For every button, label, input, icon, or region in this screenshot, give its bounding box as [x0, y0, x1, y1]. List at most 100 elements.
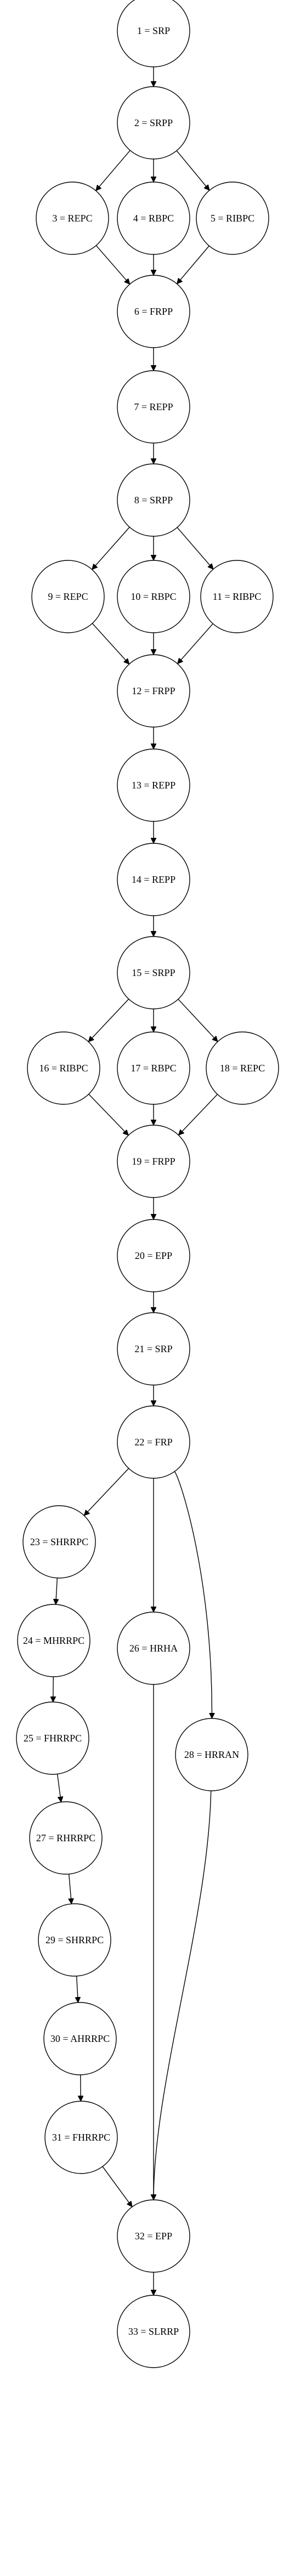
edges-layer — [53, 67, 218, 2295]
node-circle — [22, 1505, 96, 1579]
node-label: 7 = REPP — [134, 401, 173, 412]
node-circle — [117, 275, 190, 348]
node-label: 5 = RIBPC — [211, 213, 254, 224]
node-circle — [175, 1718, 248, 1791]
node-circle — [117, 1312, 190, 1386]
node-4: 4 = RBPC — [117, 181, 190, 255]
node-circle — [117, 86, 190, 160]
node-27: 27 = RHRRPC — [29, 1801, 103, 1875]
node-circle — [117, 843, 190, 916]
node-label: 30 = AHRRPC — [50, 2033, 110, 2044]
edge-22-to-28 — [174, 1471, 212, 1718]
edge-5-to-6 — [177, 245, 209, 283]
node-14: 14 = REPP — [117, 843, 190, 916]
edge-15-to-16 — [88, 998, 129, 1042]
node-label: 23 = SHRRPC — [30, 1536, 88, 1547]
node-circle — [36, 181, 109, 255]
node-16: 16 = RIBPC — [27, 1031, 100, 1105]
node-label: 11 = RIBPC — [213, 591, 262, 602]
node-circle — [17, 1604, 90, 1677]
node-21: 21 = SRP — [117, 1312, 190, 1386]
node-circle — [117, 936, 190, 1009]
node-5: 5 = RIBPC — [196, 181, 269, 255]
node-label: 27 = RHRRPC — [36, 1832, 95, 1843]
edge-29-to-30 — [77, 1976, 78, 2002]
node-label: 8 = SRPP — [134, 495, 173, 506]
node-11: 11 = RIBPC — [200, 560, 274, 633]
node-label: 15 = SRPP — [132, 967, 175, 978]
node-circle — [117, 1219, 190, 1292]
node-20: 20 = EPP — [117, 1219, 190, 1292]
edge-2-to-5 — [176, 150, 209, 190]
node-circle — [117, 2199, 190, 2273]
edge-24-to-25 — [53, 1676, 54, 1702]
node-label: 29 = SHRRPC — [46, 1934, 104, 1945]
node-label: 32 = EPP — [135, 2231, 172, 2242]
node-circle — [206, 1031, 279, 1105]
edge-15-to-18 — [178, 998, 218, 1041]
node-label: 9 = REPC — [48, 591, 88, 602]
node-9: 9 = REPC — [31, 560, 105, 633]
node-23: 23 = SHRRPC — [22, 1505, 96, 1579]
node-26: 26 = HRHA — [117, 1612, 190, 1685]
edge-25-to-27 — [56, 1774, 61, 1802]
node-label: 25 = FHRRPC — [24, 1733, 82, 1744]
node-2: 2 = SRPP — [117, 86, 190, 160]
edge-2-to-3 — [96, 150, 131, 190]
node-label: 10 = RBPC — [131, 591, 176, 602]
node-circle — [27, 1031, 100, 1105]
node-29: 29 = SHRRPC — [38, 1903, 111, 1977]
edge-9-to-12 — [92, 623, 129, 664]
node-label: 20 = EPP — [135, 1250, 172, 1261]
edge-23-to-24 — [56, 1578, 58, 1604]
node-12: 12 = FRPP — [117, 654, 190, 728]
node-label: 21 = SRP — [134, 1343, 172, 1354]
node-25: 25 = FHRRPC — [16, 1701, 89, 1775]
edge-22-to-23 — [84, 1468, 129, 1516]
node-label: 4 = RBPC — [133, 213, 174, 224]
node-circle — [117, 1405, 190, 1479]
node-circle — [117, 748, 190, 822]
node-label: 19 = FRPP — [132, 1156, 175, 1167]
node-33: 33 = SLRRP — [117, 2295, 190, 2368]
edge-18-to-19 — [179, 1094, 218, 1135]
node-circle — [43, 2002, 117, 2075]
node-circle — [31, 560, 105, 633]
node-22: 22 = FRP — [117, 1405, 190, 1479]
node-circle — [117, 654, 190, 728]
node-circle — [196, 181, 269, 255]
node-circle — [16, 1701, 89, 1775]
node-label: 16 = RIBPC — [39, 1063, 88, 1074]
node-17: 17 = RBPC — [117, 1031, 190, 1105]
edge-28-to-32 — [154, 1790, 212, 2200]
node-label: 13 = REPP — [132, 780, 175, 791]
node-circle — [117, 370, 190, 444]
node-6: 6 = FRPP — [117, 275, 190, 348]
node-label: 31 = FHRRPC — [52, 2132, 110, 2143]
edge-31-to-32 — [102, 2166, 132, 2207]
node-label: 18 = REPC — [220, 1063, 265, 1074]
edge-27-to-29 — [69, 1874, 72, 1904]
node-label: 14 = REPP — [132, 874, 175, 885]
node-circle — [117, 463, 190, 537]
edge-16-to-19 — [88, 1094, 128, 1135]
node-circle — [117, 2295, 190, 2368]
node-circle — [117, 0, 190, 67]
node-18: 18 = REPC — [206, 1031, 279, 1105]
node-circle — [29, 1801, 103, 1875]
node-13: 13 = REPP — [117, 748, 190, 822]
node-30: 30 = AHRRPC — [43, 2002, 117, 2075]
node-label: 26 = HRHA — [129, 1643, 178, 1654]
edge-8-to-9 — [92, 526, 130, 569]
node-19: 19 = FRPP — [117, 1125, 190, 1198]
node-circle — [117, 1031, 190, 1105]
node-7: 7 = REPP — [117, 370, 190, 444]
node-label: 6 = FRPP — [134, 306, 173, 317]
node-label: 24 = MHRRPC — [23, 1635, 84, 1646]
edge-8-to-11 — [177, 527, 213, 569]
node-label: 17 = RBPC — [131, 1063, 176, 1074]
node-1: 1 = SRP — [117, 0, 190, 67]
node-label: 28 = HRRAN — [184, 1749, 239, 1760]
node-28: 28 = HRRAN — [175, 1718, 248, 1791]
